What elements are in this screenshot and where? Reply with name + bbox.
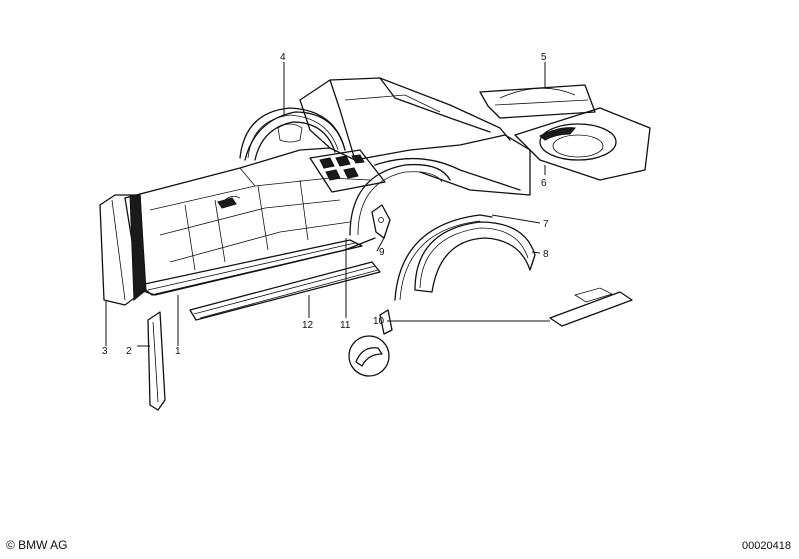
copyright-text: © BMW AG bbox=[6, 538, 68, 552]
label-part-6: 6 bbox=[541, 178, 547, 189]
part-5-rear-bracket bbox=[479, 84, 596, 119]
part-7-arch-seal bbox=[394, 214, 493, 301]
car-body-shell bbox=[124, 77, 531, 296]
label-part-10: 10 bbox=[373, 316, 385, 327]
label-part-2: 2 bbox=[126, 346, 132, 357]
label-part-9: 9 bbox=[379, 247, 385, 258]
rear-cross-rail bbox=[549, 287, 633, 327]
part-3-door-pillar bbox=[99, 194, 147, 306]
label-part-7: 7 bbox=[543, 219, 549, 230]
label-part-1: 1 bbox=[175, 346, 181, 357]
part-labels: 4 5 6 7 8 9 10 11 12 3 2 1 bbox=[102, 52, 549, 357]
detail-inset bbox=[348, 335, 390, 377]
part-8-outer-wheel-arch bbox=[414, 221, 536, 293]
label-part-12: 12 bbox=[302, 320, 314, 331]
part-12-inner-sill bbox=[189, 261, 381, 321]
part-2-pillar-strip bbox=[147, 311, 166, 411]
part-6-spare-wheel-well bbox=[514, 107, 651, 181]
label-part-4: 4 bbox=[280, 52, 286, 63]
part-11-arch-inner-edge bbox=[349, 163, 451, 236]
leader-lines bbox=[105, 62, 550, 347]
part-10-clip bbox=[379, 309, 393, 335]
label-part-8: 8 bbox=[543, 249, 549, 260]
part-9-arch-bracket bbox=[371, 204, 391, 239]
label-part-5: 5 bbox=[541, 52, 547, 63]
part-1-side-sill bbox=[139, 239, 363, 296]
part-4-inner-wheelhouse bbox=[239, 107, 346, 159]
document-number: 00020418 bbox=[742, 540, 791, 552]
label-part-3: 3 bbox=[102, 346, 108, 357]
label-part-11: 11 bbox=[340, 320, 351, 331]
